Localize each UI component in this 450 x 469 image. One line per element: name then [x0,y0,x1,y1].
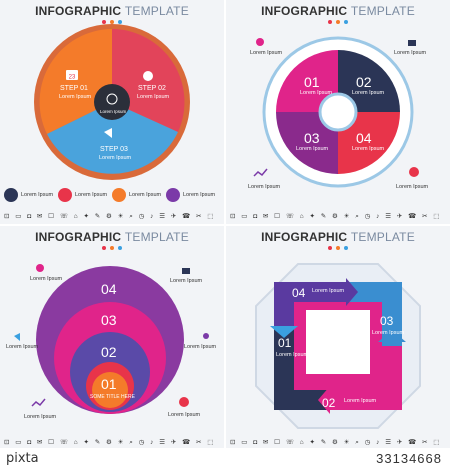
gear-icon [256,38,264,46]
gear-icon [36,264,44,272]
quadrant-04 [338,112,400,174]
center-text: Lorem Ipsum [100,109,127,114]
segment-04-text: Lorem Ipsum [312,288,345,294]
legend-icons [4,188,180,202]
legend-item-2: Lorem Ipsum [75,192,108,198]
nested-circles-chart [14,264,209,414]
top-left-label: Lorem Ipsum [250,50,283,56]
title-dots [0,20,224,24]
arrow-left-2 [318,386,330,414]
panel-title: INFOGRAPHIC TEMPLATE [35,230,189,244]
icon-strip: ⊡ ▭ ◘ ✉ ☐ ☏ ⌂ ✦ ✎ ⚙ ☀ ⌕ ◷ ♪ ☰ ✈ ☎ ✂ ⬚ [230,213,442,220]
some-title-label: SOME TITLE HERE [90,394,135,400]
title-dots [226,246,450,250]
arrow-down-1 [270,326,298,338]
panel-quadrant-circle: INFOGRAPHIC TEMPLATE 01 Lorem Ipsum 02 L… [226,0,450,224]
quadrant-02 [338,50,400,112]
circle-01-inner [92,372,128,408]
step-01-label: STEP 01 [60,85,88,92]
icon-strip: ⊡ ▭ ◘ ✉ ☐ ☏ ⌂ ✦ ✎ ⚙ ☀ ⌕ ◷ ♪ ☰ ✈ ☎ ✂ ⬚ [4,439,216,446]
segment-03-number: 03 [380,314,394,328]
segment-02-text: Lorem Ipsum [344,398,377,404]
icon-strip: ⊡ ▭ ◘ ✉ ☐ ☏ ⌂ ✦ ✎ ⚙ ☀ ⌕ ◷ ♪ ☰ ✈ ☎ ✂ ⬚ [230,439,442,446]
center-hub [94,84,130,120]
bottom-right-label: Lorem Ipsum [168,412,201,418]
footer-logo: pixta [6,451,39,466]
center-circle [318,92,358,132]
megaphone-icon [104,128,112,138]
segment-03 [346,282,402,346]
quadrant-01-text: Lorem Ipsum [300,90,333,96]
arrow-up-3 [378,330,406,342]
segment-01 [274,326,330,410]
quadrant-02-text: Lorem Ipsum [352,90,385,96]
quadrant-04-number: 04 [356,130,372,146]
segment-04 [274,282,346,326]
top-left-label: Lorem Ipsum [30,276,63,282]
bottom-right-label: Lorem Ipsum [396,184,429,190]
circle-03-number: 03 [101,312,117,328]
segment-04-number: 04 [292,286,306,300]
top-right-label: Lorem Ipsum [394,50,427,56]
step-02-label: STEP 02 [138,85,166,92]
legend-item-4: Lorem Ipsum [183,192,216,198]
top-right-label: Lorem Ipsum [170,278,203,284]
panel-step-wheel: INFOGRAPHIC TEMPLATE 23 STEP 01 Lorem Ip… [0,0,224,224]
quadrant-01-number: 01 [304,74,320,90]
mid-right-label: Lorem Ipsum [184,344,217,350]
bar-chart-icon [182,268,190,274]
step-03-text: Lorem Ipsum [99,155,132,161]
globe-icon [106,93,118,105]
megaphone-icon [14,333,20,341]
segment-01-number: 01 [278,336,292,350]
cloud-icon [179,397,189,407]
step-wheel-chart: 23 [34,24,190,180]
circle-01-number: 01 [101,376,117,392]
legend-item-3: Lorem Ipsum [129,192,162,198]
icon-strip: ⊡ ▭ ◘ ✉ ☐ ☏ ⌂ ✦ ✎ ⚙ ☀ ⌕ ◷ ♪ ☰ ✈ ☎ ✂ ⬚ [4,213,216,220]
legend-item-1: Lorem Ipsum [21,192,54,198]
quadrant-chart [253,36,419,188]
segment-02-arrow [330,346,402,410]
footer-bar: pixta 33134668 [0,448,450,469]
circle-02-number: 02 [101,344,117,360]
arrow-right-4 [346,278,358,306]
quadrant-04-text: Lorem Ipsum [352,146,385,152]
quadrant-02-number: 02 [356,74,372,90]
network-icon [203,333,209,339]
segment-01-text: Lorem Ipsum [276,352,309,358]
quadrant-03 [276,112,338,174]
gear-icon [143,71,153,81]
panel-title: INFOGRAPHIC TEMPLATE [261,4,415,18]
step-02-text: Lorem Ipsum [137,94,170,100]
panel-title: INFOGRAPHIC TEMPLATE [261,230,415,244]
segment-02-number: 02 [322,396,336,410]
cloud-icon [409,167,419,177]
calendar-day: 23 [69,75,76,81]
quadrant-03-text: Lorem Ipsum [296,146,329,152]
trend-icon [253,168,268,177]
panel-nested-circles: INFOGRAPHIC TEMPLATE 04 03 02 01 SOME TI… [0,226,224,450]
panel-title: INFOGRAPHIC TEMPLATE [35,4,189,18]
trend-icon [31,398,46,407]
calendar-icon [66,70,78,80]
step-03-label: STEP 03 [100,146,128,153]
circle-04-number: 04 [101,281,117,297]
segment-step-01 [39,29,112,134]
bottom-left-label: Lorem Ipsum [24,414,57,420]
title-dots [226,20,450,24]
quadrant-01 [276,50,338,112]
panel-arrow-cycle: INFOGRAPHIC TEMPLATE 04 Lorem Ipsum 03 L… [226,226,450,450]
image-id: 33134668 [376,451,442,466]
segment-03-text: Lorem Ipsum [372,330,405,336]
arrow-cycle-chart [255,263,421,429]
center-square [306,310,370,374]
bottom-left-label: Lorem Ipsum [248,184,281,190]
bar-chart-icon [408,40,416,46]
step-01-text: Lorem Ipsum [59,94,92,100]
title-dots [0,246,224,250]
segment-step-03 [47,102,178,174]
mid-left-label: Lorem Ipsum [6,344,39,350]
quadrant-03-number: 03 [304,130,320,146]
